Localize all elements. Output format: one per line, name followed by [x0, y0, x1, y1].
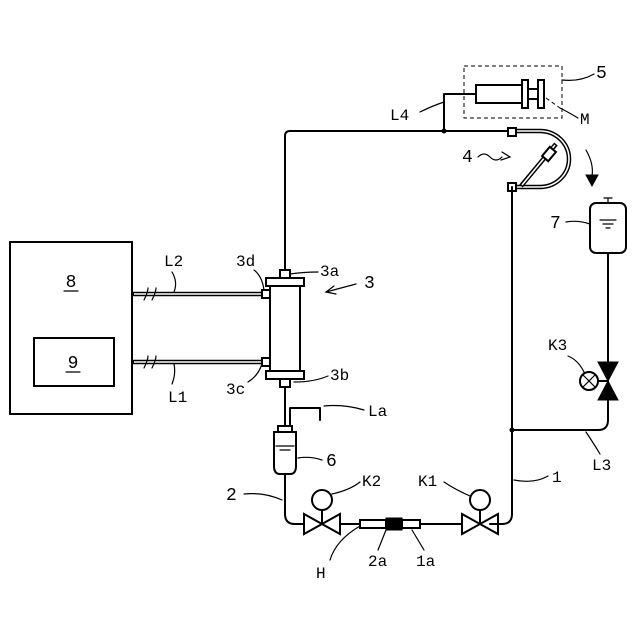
- label-7: 7: [550, 214, 561, 234]
- label-3d: 3d: [236, 253, 255, 271]
- clamp-K3-top: [598, 362, 618, 381]
- label-3c: 3c: [226, 381, 245, 399]
- tube-2-lower: [285, 474, 304, 524]
- label-L4: L4: [390, 107, 409, 125]
- pump-4-roller: [542, 147, 556, 161]
- leader-6: [298, 457, 322, 460]
- leader-L3: [586, 432, 600, 454]
- pump-4-inlet-port: [508, 128, 516, 136]
- rotation-arrow: [586, 150, 592, 176]
- label-3a: 3a: [320, 263, 340, 281]
- leader-2: [244, 494, 282, 500]
- valve-K1-actuator: [470, 490, 490, 510]
- label-K1: K1: [418, 473, 437, 491]
- line-La: [290, 408, 320, 426]
- leader-K2: [332, 482, 360, 494]
- syringe-barrel: [476, 85, 522, 103]
- connector-H-joint: [386, 518, 402, 530]
- leader-K1: [444, 482, 470, 496]
- leader-L4: [420, 102, 444, 112]
- rotation-arrow-head: [586, 175, 598, 186]
- label-9: 9: [68, 354, 79, 374]
- leader-M: [560, 108, 578, 118]
- leader-L1: [172, 364, 175, 384]
- tube-1-right: [490, 187, 512, 524]
- label-4: 4: [462, 148, 473, 168]
- leader-La: [324, 406, 364, 411]
- label-1: 1: [552, 469, 562, 487]
- label-L2: L2: [164, 253, 183, 271]
- leader-L2: [172, 272, 176, 292]
- leader-7: [566, 221, 590, 224]
- leader-1a: [412, 530, 424, 550]
- connector-2a: [360, 520, 386, 528]
- label-3: 3: [364, 274, 375, 294]
- label-1a: 1a: [416, 553, 436, 571]
- label-M: M: [580, 111, 590, 129]
- motor-M-link: [546, 98, 560, 108]
- connector-1a: [402, 520, 420, 528]
- port-3c: [262, 358, 270, 366]
- dialyzer-3-bottom-cap: [266, 371, 304, 379]
- port-3a: [280, 270, 290, 278]
- line-L4: [444, 94, 476, 131]
- label-H: H: [316, 565, 326, 583]
- port-3b: [280, 379, 290, 387]
- clamp-K3-bottom: [598, 381, 618, 400]
- valve-K2-actuator: [312, 490, 332, 510]
- arrow-4-wavy: [478, 154, 502, 160]
- label-5: 5: [596, 64, 607, 84]
- drip-chamber-6: [274, 432, 296, 474]
- dialyzer-3-top-cap: [266, 278, 304, 286]
- leader-3a: [290, 272, 318, 274]
- leader-5: [562, 74, 594, 80]
- label-2a: 2a: [368, 553, 388, 571]
- label-L3: L3: [592, 457, 611, 475]
- tube-upper-left: [285, 131, 512, 270]
- label-6: 6: [326, 452, 337, 472]
- leader-K3: [568, 356, 584, 372]
- leader-3d: [254, 270, 264, 290]
- label-La: La: [368, 403, 388, 421]
- label-2: 2: [226, 486, 237, 506]
- label-3b: 3b: [330, 367, 349, 385]
- arrow-4-head: [501, 152, 510, 160]
- junction-L4: [442, 129, 446, 133]
- unit-8-box: [10, 242, 132, 414]
- port-3d: [262, 290, 270, 298]
- leader-1: [514, 476, 548, 481]
- dialyzer-3-body: [270, 283, 300, 373]
- label-L1: L1: [168, 389, 187, 407]
- label-8: 8: [66, 273, 77, 293]
- label-K2: K2: [362, 473, 381, 491]
- leader-3c: [248, 364, 262, 382]
- leader-2a: [378, 530, 386, 550]
- syringe-holder: [528, 89, 538, 99]
- label-K3: K3: [548, 337, 567, 355]
